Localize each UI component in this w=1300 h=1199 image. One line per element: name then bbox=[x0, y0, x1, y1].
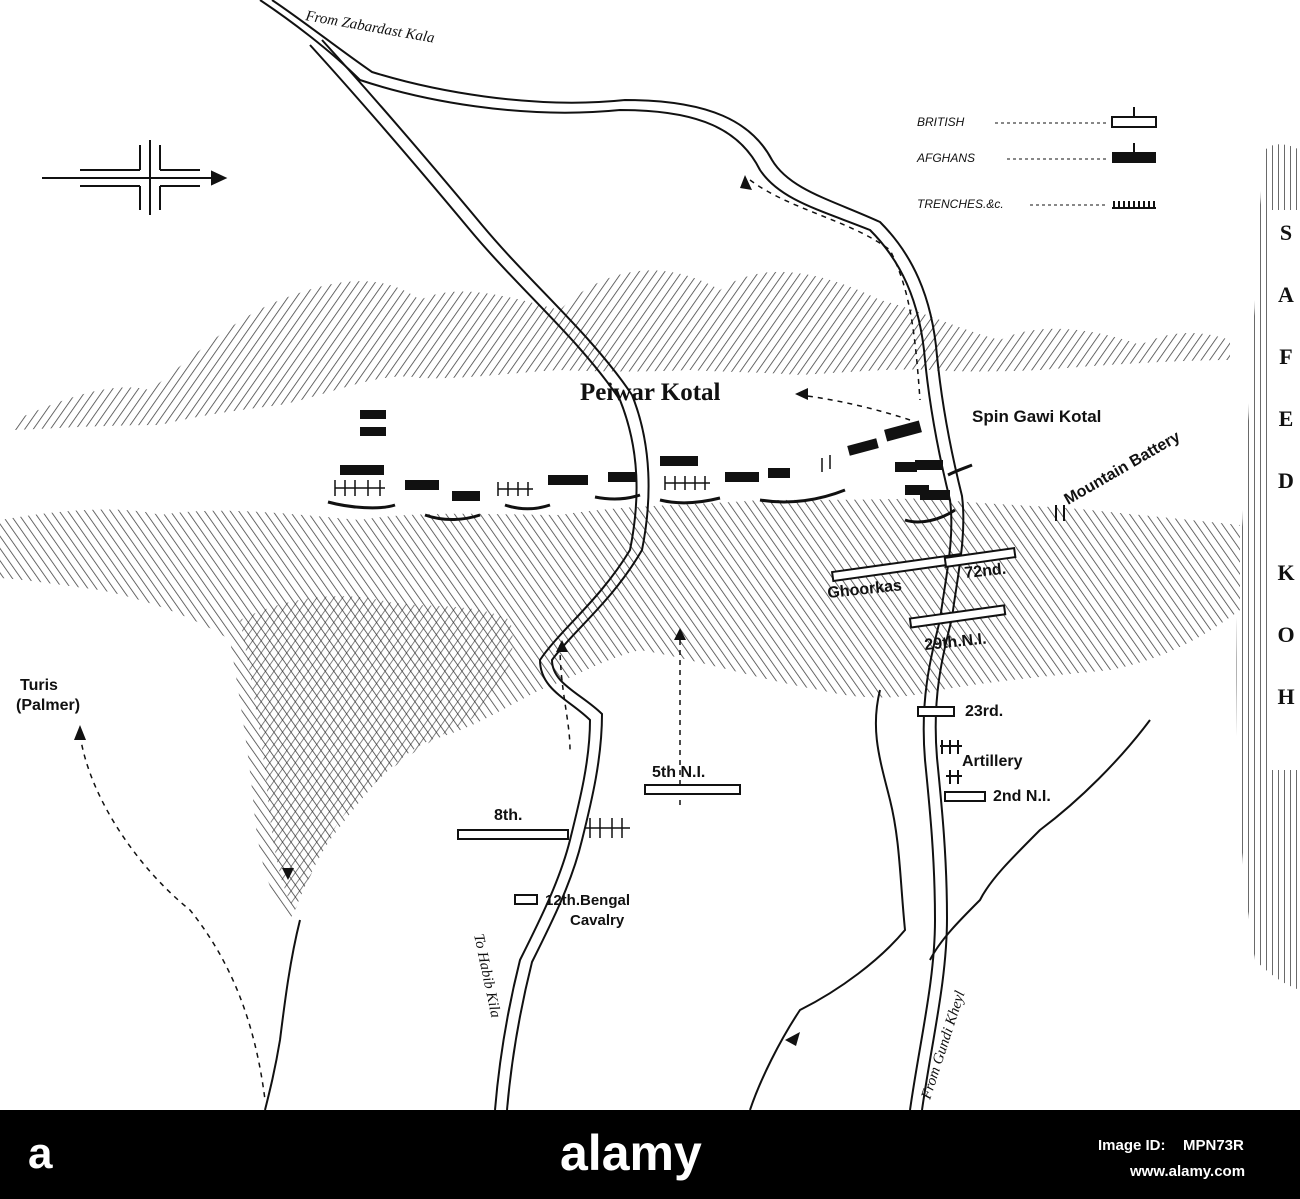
eighth-label: 8th. bbox=[494, 807, 522, 824]
from-gundi-kheyl-label: From Gundi Kheyl bbox=[918, 989, 968, 1102]
road-north bbox=[259, 0, 965, 1110]
legend-afghans-symbol bbox=[1112, 152, 1156, 163]
legend-trenches-symbol bbox=[1112, 201, 1156, 209]
road-west bbox=[309, 39, 650, 1110]
valley-spur-terrain bbox=[240, 596, 513, 910]
artillery-ticks bbox=[334, 455, 831, 838]
right-valley-outline-2 bbox=[929, 719, 1151, 961]
twenty-ninth-ni-label: 29th.N.I. bbox=[924, 631, 988, 654]
to-habib-kila-label: To Habib Kila bbox=[470, 933, 503, 1020]
fifth-ni-label: 5th N.I. bbox=[652, 764, 705, 781]
afghan-positions bbox=[340, 410, 950, 501]
route-arrowheads bbox=[74, 175, 808, 1046]
legend-british-label: BRITISH bbox=[917, 115, 965, 129]
right-valley-outline bbox=[749, 689, 907, 1110]
mountain-battery-label: Mountain Battery bbox=[1062, 428, 1184, 508]
second-ni-label: 2nd N.I. bbox=[993, 788, 1051, 805]
cavalry-label: Cavalry bbox=[570, 912, 625, 929]
palmer-label: (Palmer) bbox=[16, 697, 80, 714]
image-id-value: MPN73R bbox=[1183, 1137, 1244, 1154]
left-valley-outline bbox=[264, 919, 301, 1110]
peiwar-kotal-label: Peiwar Kotal bbox=[580, 379, 721, 406]
map-legend: BRITISH AFGHANS TRENCHES.&c. bbox=[916, 107, 1157, 211]
prefix-mark: a bbox=[28, 1129, 53, 1178]
seventy-second-label: 72nd. bbox=[964, 561, 1007, 582]
legend-british-symbol bbox=[1111, 116, 1157, 128]
battle-map: BRITISH AFGHANS TRENCHES.&c. Peiwar Kota… bbox=[0, 0, 1300, 1110]
brand-logo: alamy bbox=[560, 1125, 702, 1181]
legend-trenches-label: TRENCHES.&c. bbox=[917, 197, 1004, 211]
advance-routes bbox=[79, 179, 921, 1101]
image-id-label: Image ID: bbox=[1098, 1137, 1166, 1154]
site-url: www.alamy.com bbox=[1129, 1163, 1245, 1180]
british-artillery bbox=[940, 505, 1065, 784]
trench-lines bbox=[327, 463, 973, 524]
twenty-third-label: 23rd. bbox=[965, 703, 1003, 720]
legend-afghans-label: AFGHANS bbox=[916, 151, 975, 165]
british-positions bbox=[457, 547, 1017, 905]
compass-rose bbox=[42, 140, 228, 215]
turis-label: Turis bbox=[20, 677, 58, 694]
north-ridge-terrain bbox=[15, 270, 1230, 430]
twelfth-bengal-label: 12th.Bengal bbox=[545, 892, 630, 909]
south-ridge-terrain bbox=[0, 498, 1240, 920]
artillery-label: Artillery bbox=[962, 753, 1023, 770]
watermark-footer: a alamy Image ID: MPN73R www.alamy.com bbox=[0, 1110, 1300, 1199]
spin-gawi-kotal-label: Spin Gawi Kotal bbox=[972, 407, 1101, 426]
